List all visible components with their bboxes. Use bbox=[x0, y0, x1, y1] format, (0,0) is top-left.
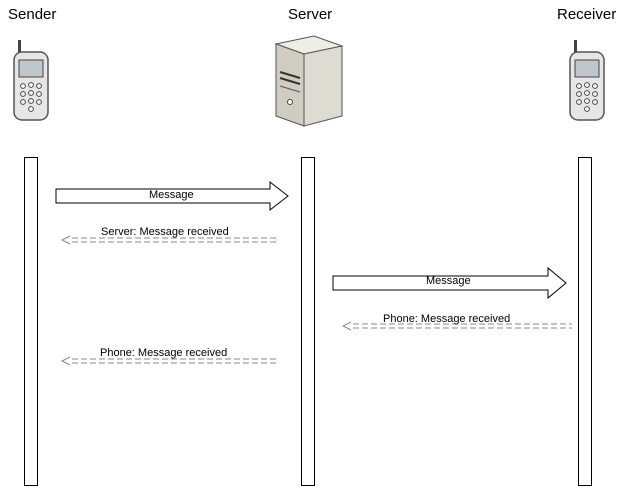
lifeline-receiver bbox=[578, 157, 592, 486]
message-label: Message bbox=[426, 275, 471, 287]
message-label: Message bbox=[149, 189, 194, 201]
phone-icon bbox=[13, 40, 49, 121]
reply-label: Phone: Message received bbox=[100, 347, 228, 359]
message-arrow bbox=[332, 266, 567, 300]
actor-label-sender: Sender bbox=[8, 6, 57, 23]
reply-arrow bbox=[60, 235, 278, 245]
phone-icon bbox=[569, 40, 605, 121]
lifeline-sender bbox=[24, 157, 38, 486]
reply-arrow bbox=[341, 321, 572, 331]
actor-label-server: Server bbox=[288, 6, 333, 23]
actor-label-receiver: Receiver bbox=[557, 6, 617, 23]
reply-label: Server: Message received bbox=[101, 226, 229, 238]
reply-label: Phone: Message received bbox=[383, 313, 511, 325]
server-icon bbox=[274, 35, 344, 127]
message-arrow bbox=[55, 180, 289, 212]
reply-arrow bbox=[60, 356, 278, 366]
lifeline-server bbox=[301, 157, 315, 486]
